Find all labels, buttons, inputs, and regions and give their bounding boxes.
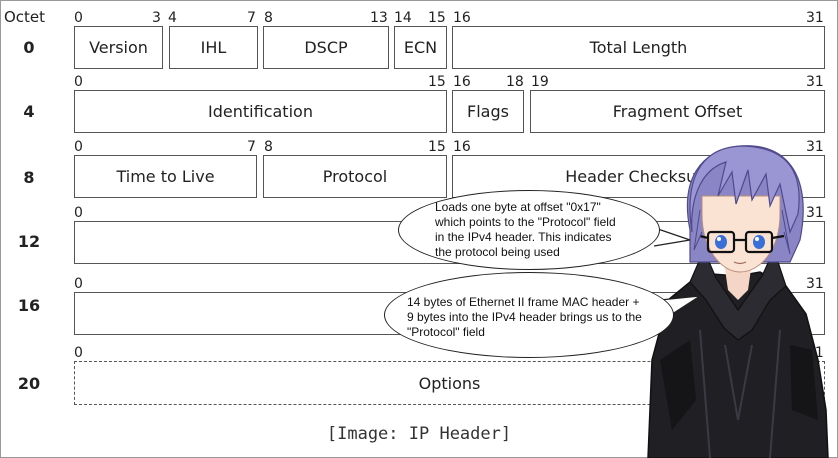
bit-end: 7	[247, 10, 256, 26]
bit-start: 14	[394, 10, 412, 26]
bit-end: 18	[506, 74, 524, 90]
field-protocol: Protocol	[263, 155, 447, 198]
field-ihl: IHL	[169, 26, 258, 69]
bit-start: 0	[74, 276, 83, 292]
bubble-1-line: Loads one byte at offset "0x17"	[435, 200, 601, 214]
speech-bubble-1: Loads one byte at offset "0x17" which po…	[398, 190, 660, 270]
bit-end: 31	[806, 10, 824, 26]
bit-start: 0	[74, 10, 83, 26]
bit-end: 15	[428, 74, 446, 90]
bit-start: 0	[74, 205, 83, 221]
octet-label: 4	[23, 102, 35, 121]
bit-start: 8	[264, 139, 273, 155]
character-mouth	[733, 261, 747, 265]
bit-end: 15	[428, 10, 446, 26]
bit-end: 31	[806, 205, 824, 221]
bit-start: 0	[74, 345, 83, 361]
bit-end: 31	[806, 276, 824, 292]
bit-start: 19	[531, 74, 549, 90]
bit-end: 7	[247, 139, 256, 155]
field-time-to-live: Time to Live	[74, 155, 257, 198]
field-flags: Flags	[452, 90, 524, 133]
bit-start: 0	[74, 139, 83, 155]
octet-label: 0	[23, 38, 35, 57]
octet-column-header: Octet	[4, 8, 46, 26]
bit-start: 4	[168, 10, 177, 26]
field-version: Version	[74, 26, 163, 69]
octet-label: 8	[23, 168, 35, 187]
bubble-2-line: 9 bytes into the IPv4 header brings us t…	[407, 310, 642, 324]
field-fragment-offset: Fragment Offset	[530, 90, 825, 133]
octet-label: 20	[17, 374, 41, 393]
character-hair-front	[689, 145, 800, 234]
speech-bubble-2: 14 bytes of Ethernet II frame MAC header…	[384, 272, 674, 358]
bit-start: 16	[453, 10, 471, 26]
bubble-2-line: 14 bytes of Ethernet II frame MAC header…	[407, 295, 640, 309]
field-dscp: DSCP	[263, 26, 389, 69]
bit-start: 0	[74, 74, 83, 90]
character-glasses	[699, 230, 785, 254]
bubble-1-line: the protocol being used	[435, 245, 560, 259]
character-hair-strands	[693, 209, 791, 255]
bit-start: 16	[453, 139, 471, 155]
bit-end: 31	[806, 74, 824, 90]
bubble-1-line: which points to the "Protocol" field	[435, 215, 616, 229]
bit-end: 13	[370, 10, 388, 26]
octet-label: 12	[17, 232, 41, 251]
bit-end: 3	[152, 10, 161, 26]
character-coat-shading	[660, 340, 818, 430]
field-total-length: Total Length	[452, 26, 825, 69]
octet-label: 16	[17, 296, 41, 315]
image-caption: [Image: IP Header]	[326, 424, 512, 444]
field-identification: Identification	[74, 90, 447, 133]
character-coat-detail	[699, 329, 781, 458]
field-ecn: ECN	[394, 26, 447, 69]
bubble-1-line: in the IPv4 header. This indicates	[435, 230, 612, 244]
bit-start: 16	[453, 74, 471, 90]
bit-end: 15	[428, 139, 446, 155]
bubble-2-line: "Protocol" field	[407, 325, 485, 339]
bit-start: 8	[264, 10, 273, 26]
bit-end: 31	[806, 139, 824, 155]
